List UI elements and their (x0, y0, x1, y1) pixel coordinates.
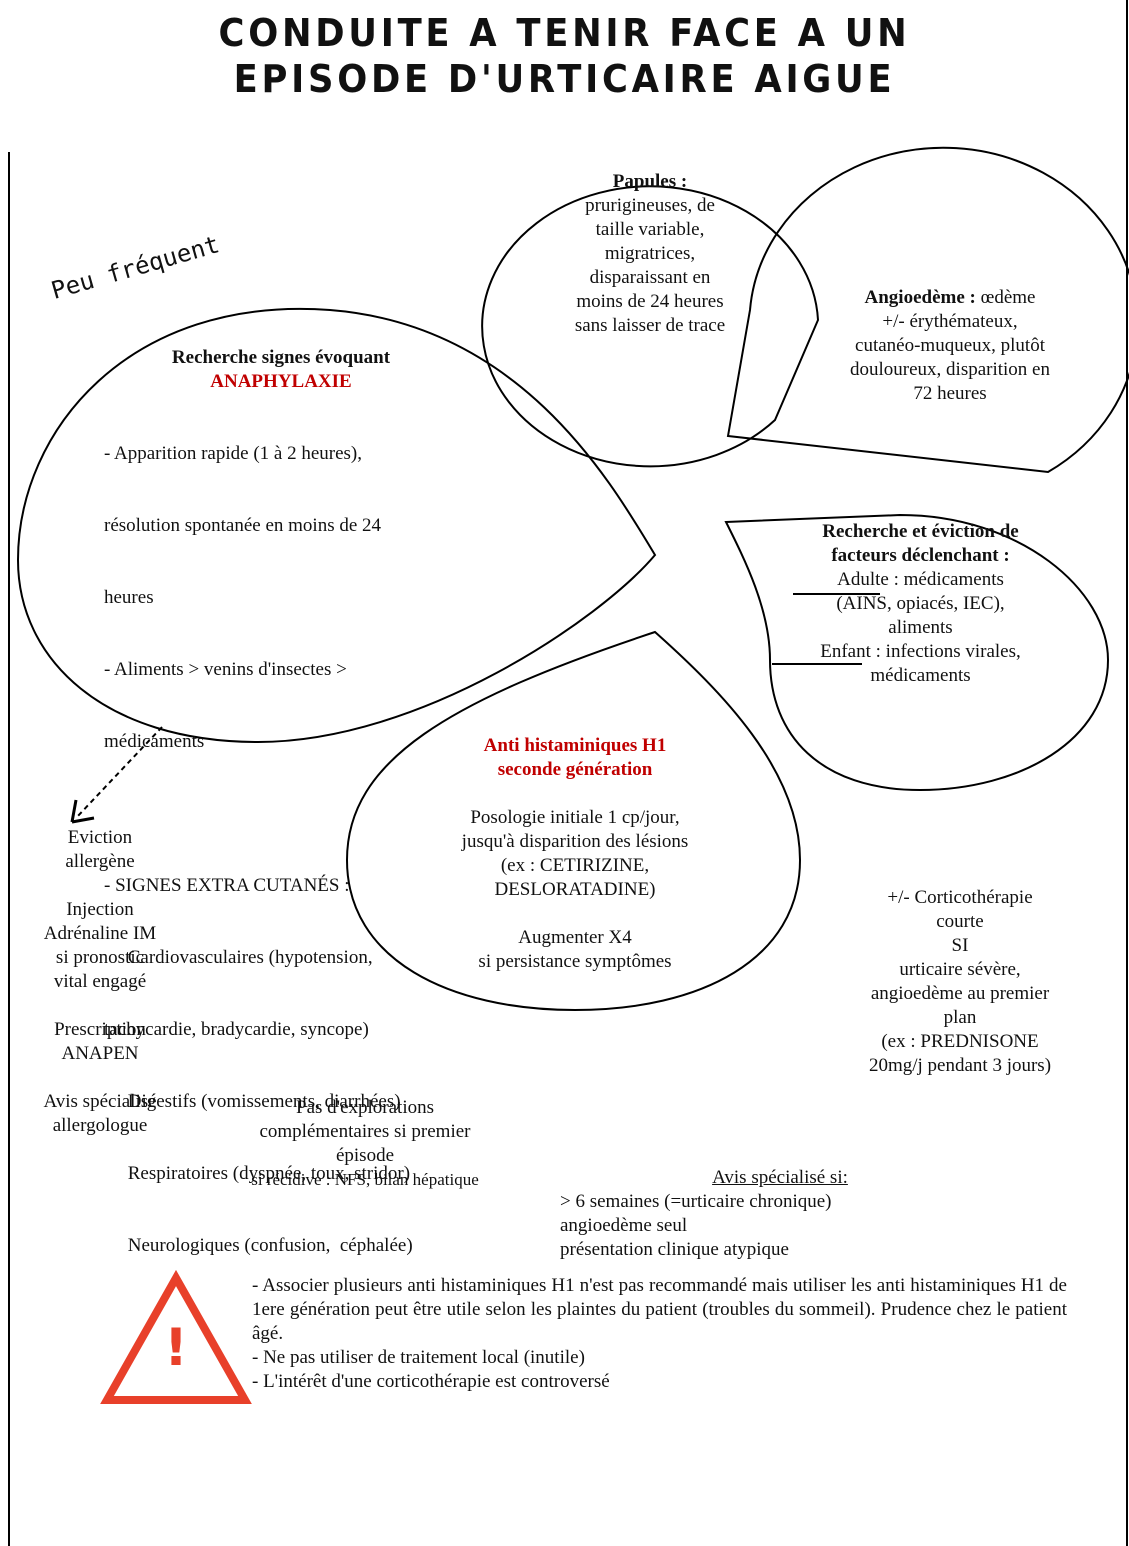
enfant-line: médicaments (870, 665, 971, 686)
papules-heading: Papules : (612, 171, 688, 192)
facteurs-heading: facteurs déclenchant : (831, 545, 1010, 566)
angioedeme-line: 72 heures (913, 383, 987, 404)
anaphylaxie-line: heures (104, 587, 154, 608)
action-line: vital engagé (53, 971, 147, 992)
anaphylaxie-line: tachycardie, bradycardie, syncope) (104, 1019, 369, 1040)
papules-line: prurigineuses, de (585, 195, 715, 216)
warning-triangle-icon (100, 1269, 252, 1404)
anaphylaxie-line: Cardiovasculaires (hypotension, (104, 947, 373, 968)
antihistaminiques-bubble (345, 630, 802, 1012)
anaphylaxie-heading-red: ANAPHYLAXIE (210, 371, 352, 392)
anaphylaxie-outline (16, 307, 657, 744)
angioedeme-line: cutanéo-muqueux, plutôt (855, 335, 1045, 356)
adulte-line: (AINS, opiacés, IEC), (836, 593, 1005, 614)
title-line-2: episode d'urticaire aigue (233, 57, 896, 101)
cortico-line: SI (951, 935, 969, 956)
warning-line: - Ne pas utiliser de traitement local (i… (252, 1347, 585, 1368)
warning-line: - Associer plusieurs anti histaminiques … (252, 1275, 1067, 1344)
anaphylaxie-line: résolution spontanée en moins de 24 (104, 515, 382, 536)
angioedeme-text: Angioedème : œdème +/- érythémateux, cut… (820, 286, 1080, 406)
angioedeme-heading: Angioedème : (864, 287, 976, 308)
antihistaminiques-line (400, 902, 750, 926)
papules-line: disparaissant en (589, 267, 711, 288)
anaphylaxie-line: - Aliments > venins d'insectes > (104, 659, 347, 680)
papules-line: sans laisser de trace (574, 315, 726, 336)
cortico-line: plan (943, 1007, 977, 1028)
page-title: Conduite a tenir face a un episode d'urt… (40, 10, 1090, 102)
anaphylaxie-line: Digestifs (vomissements, diarrhées) (104, 1091, 401, 1112)
explorations-text: Pas d'explorations complémentaires si pr… (195, 1096, 535, 1192)
anaphylaxie-actions: Eviction allergène Injection Adrénaline … (20, 826, 180, 1138)
title-line-1: Conduite a tenir face a un (218, 11, 911, 55)
cortico-line: 20mg/j pendant 3 jours) (868, 1055, 1052, 1076)
papules-text: Papules : prurigineuses, de taille varia… (520, 170, 780, 338)
action-line: allergologue (52, 1115, 148, 1136)
antihistaminiques-line: Augmenter X4 (518, 927, 632, 948)
adulte-line: aliments (888, 617, 953, 638)
antihistaminiques-text: Anti histaminiques H1 seconde génération… (400, 734, 750, 974)
antihistaminiques-line: Posologie initiale 1 cp/jour, (470, 807, 680, 828)
cortico-line: +/- Corticothérapie (887, 887, 1033, 908)
cortico-line: angioedème au premier (870, 983, 1050, 1004)
action-line: allergène (65, 851, 135, 872)
corticotherapie-text: +/- Corticothérapie courte SI urticaire … (840, 886, 1080, 1078)
explorations-line: épisode (335, 1145, 395, 1166)
facteurs-bubble (724, 513, 1110, 792)
action-line: Avis spécialisé (43, 1091, 157, 1112)
avis-line: présentation clinique atypique (560, 1239, 789, 1260)
warning-text: - Associer plusieurs anti histaminiques … (252, 1274, 1067, 1394)
antihistaminiques-line: (ex : CETIRIZINE, (500, 855, 650, 876)
warning-exclamation: ! (164, 1318, 188, 1378)
anaphylaxie-body: - Apparition rapide (1 à 2 heures), réso… (104, 394, 564, 1282)
cortico-line: (ex : PREDNISONE (881, 1031, 1039, 1052)
explorations-line: complémentaires si premier (259, 1121, 471, 1142)
action-line: si pronostic (55, 947, 145, 968)
explorations-small: si récidive : NFS, bilan hépatique (251, 1170, 479, 1189)
anaphylaxie-line: - SIGNES EXTRA CUTANÉS : (104, 875, 350, 896)
antihistaminiques-heading: Anti histaminiques H1 (483, 735, 667, 756)
adulte-label: Adulte (837, 569, 889, 590)
action-line: ANAPEN (61, 1043, 139, 1064)
avis-specialise-heading: Avis spécialisé si: (712, 1167, 848, 1188)
angioedeme-line: douloureux, disparition en (850, 359, 1050, 380)
antihistaminiques-line: DESLORATADINE) (494, 879, 656, 900)
explorations-line: Pas d'explorations (296, 1097, 434, 1118)
papules-bubble (481, 185, 820, 468)
anaphylaxie-heading: Recherche signes évoquant (171, 347, 391, 368)
warning-line: - L'intérêt d'une corticothérapie est co… (252, 1371, 610, 1392)
facteurs-heading: Recherche et éviction de (822, 521, 1019, 542)
arrow-head-icon (70, 799, 95, 824)
angioedeme-line: +/- érythémateux, (882, 311, 1018, 332)
cortico-line: courte (936, 911, 984, 932)
antihistaminiques-heading: seconde génération (497, 759, 653, 780)
avis-line: angioedème seul (560, 1215, 688, 1236)
action-line: Prescription (54, 1019, 146, 1040)
anaphylaxie-line: - Apparition rapide (1 à 2 heures), (104, 443, 362, 464)
cortico-line: urticaire sévère, (899, 959, 1021, 980)
angioedeme-bubble (726, 146, 1129, 474)
antihistaminiques-line: si persistance symptômes (478, 951, 672, 972)
antihistaminiques-line: jusqu'à disparition des lésions (461, 831, 689, 852)
enfant-text: : infections virales, (870, 641, 1021, 662)
action-line: Adrénaline IM (43, 923, 157, 944)
adulte-text: : médicaments (888, 569, 1004, 590)
action-line: Injection (66, 899, 134, 920)
facteurs-text: Recherche et éviction de facteurs déclen… (748, 520, 1093, 688)
anaphylaxie-line: médicaments (104, 731, 205, 752)
dashed-arrow-line (75, 726, 163, 819)
angioedeme-first: œdème (975, 287, 1036, 308)
avis-specialise-list: > 6 semaines (=urticaire chronique) angi… (560, 1190, 980, 1262)
enfant-label: Enfant (820, 641, 871, 662)
frame-left-border (8, 152, 10, 1546)
papules-line: taille variable, (595, 219, 705, 240)
avis-line: > 6 semaines (=urticaire chronique) (560, 1191, 832, 1212)
anaphylaxie-line: Respiratoires (dyspnée, toux, stridor) (104, 1163, 411, 1184)
action-line: Eviction (67, 827, 133, 848)
papules-line: migratrices, (604, 243, 696, 264)
anaphylaxie-line: Neurologiques (confusion, céphalée) (104, 1235, 413, 1256)
anaphylaxie-heading-block: Recherche signes évoquant ANAPHYLAXIE (96, 346, 466, 394)
papules-line: moins de 24 heures (576, 291, 724, 312)
frame-right-border (1126, 0, 1128, 1546)
